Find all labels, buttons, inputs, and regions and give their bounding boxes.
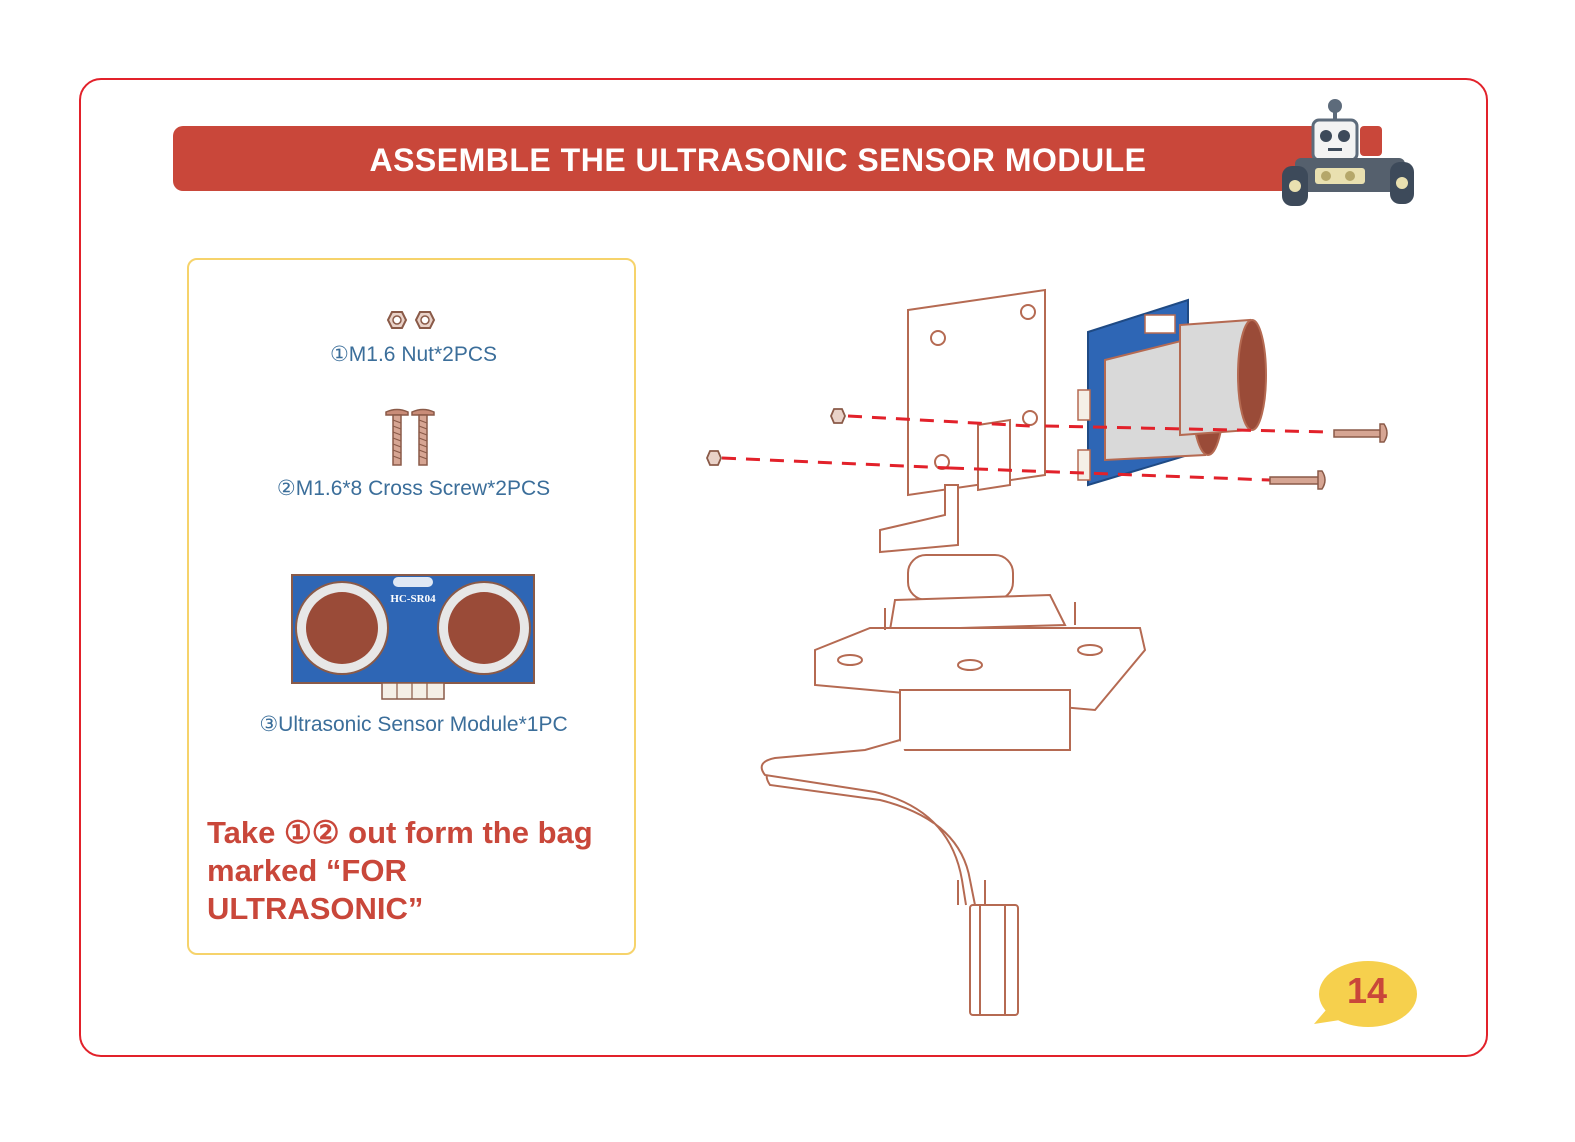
exploded-screws bbox=[1269, 423, 1388, 490]
page-number-badge bbox=[1314, 961, 1417, 1027]
alignment-dashed-lines bbox=[721, 414, 1331, 482]
ultrasonic-sensor-icon: HC-SR04 bbox=[291, 574, 535, 700]
page-number: 14 bbox=[1346, 970, 1388, 1011]
part-label-nut: ①M1.6 Nut*2PCS bbox=[329, 343, 498, 366]
instruction-line-1: Take ①② out form the bag bbox=[207, 815, 593, 850]
title-banner: ASSEMBLE THE ULTRASONIC SENSOR MODULE bbox=[173, 126, 1343, 191]
assembly-diagram bbox=[706, 288, 1388, 1016]
instruction-line-2: marked “FOR ULTRASONIC” bbox=[207, 853, 424, 926]
screw-icon bbox=[385, 408, 435, 466]
exploded-nuts bbox=[706, 408, 846, 466]
page-title: ASSEMBLE THE ULTRASONIC SENSOR MODULE bbox=[369, 142, 1147, 178]
ultrasonic-sensor-exploded bbox=[1077, 298, 1267, 487]
part-label-sensor: ③Ultrasonic Sensor Module*1PC bbox=[259, 713, 568, 736]
parts-panel: ①M1.6 Nut*2PCS ②M1.6*8 Cross Screw*2PCS … bbox=[187, 258, 636, 955]
page-frame bbox=[79, 78, 1488, 1057]
sensor-chip-label: HC-SR04 bbox=[390, 593, 436, 605]
nut-icon bbox=[386, 311, 436, 329]
robot-car-mascot-icon bbox=[1282, 99, 1414, 206]
servo-mount-line-art bbox=[760, 288, 1147, 1016]
instruction-text: Take ①② out form the bag marked “FOR ULT… bbox=[207, 814, 627, 928]
part-label-screw: ②M1.6*8 Cross Screw*2PCS bbox=[276, 477, 551, 500]
